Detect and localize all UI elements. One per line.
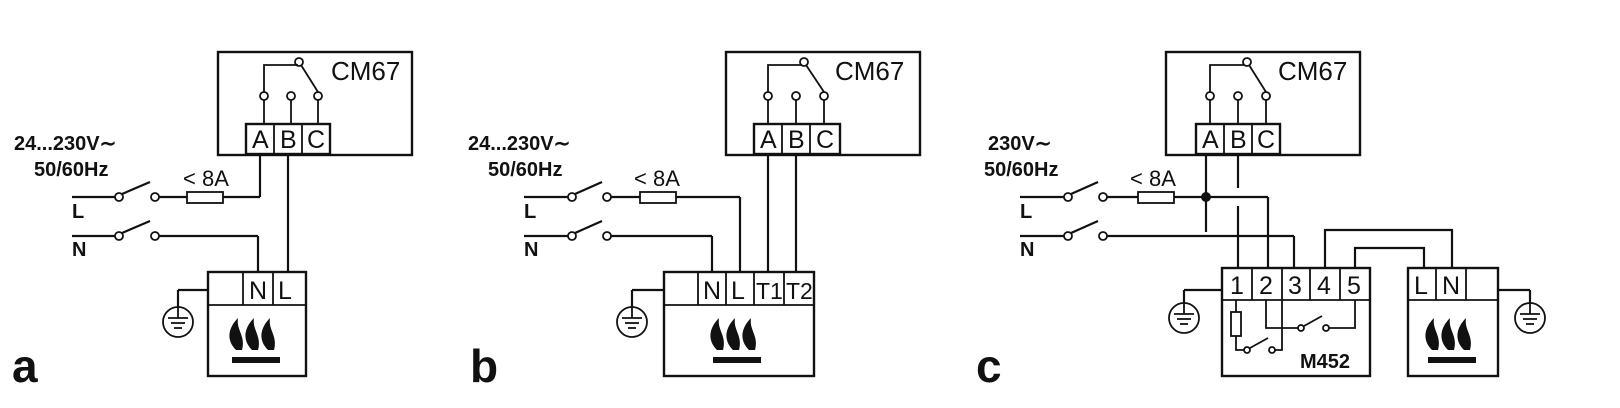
controller-label: CM67	[835, 56, 904, 86]
boiler-terminal-l: L	[731, 277, 745, 305]
panel-b: CM67 A B C 24...230V∼ 50/60Hz < 8A L N	[468, 50, 922, 392]
fuse-icon	[186, 191, 224, 204]
terminal-block	[244, 122, 332, 156]
terminal-a: A	[760, 126, 777, 154]
mains-switch-l	[1070, 180, 1099, 196]
supply-voltage: 230V∼	[988, 133, 1051, 155]
relay-terminal-1: 1	[1230, 272, 1244, 300]
supply-voltage: 24...230V∼	[468, 133, 570, 155]
relay-model: M452	[1300, 351, 1350, 373]
terminal-b: B	[788, 126, 805, 154]
terminal-a: A	[252, 126, 269, 154]
terminal-block	[752, 122, 842, 156]
boiler-terminal-n: N	[703, 277, 721, 305]
flame-icon	[229, 318, 280, 363]
terminal-c: C	[1257, 126, 1275, 154]
terminal-b: B	[280, 126, 297, 154]
controller-label: CM67	[1278, 56, 1347, 86]
relay-terminal-3: 3	[1288, 272, 1302, 300]
controller-label: CM67	[331, 56, 400, 86]
panel-letter: b	[470, 340, 498, 392]
panel-letter: a	[12, 340, 38, 392]
mains-switch-n	[574, 219, 603, 235]
line-l-label: L	[72, 201, 84, 223]
ground-icon	[1514, 302, 1546, 334]
panel-a: CM67 A B C 24...230V∼ 50/60Hz < 8A L N	[12, 50, 414, 392]
switch-blade	[300, 64, 319, 93]
ground-icon	[162, 306, 194, 338]
fuse-icon	[1137, 191, 1175, 204]
fuse-icon	[639, 191, 677, 204]
panel-c: CM67 A B C 230V∼ 50/60Hz < 8A L N	[976, 50, 1546, 392]
fuse-label: < 8A	[183, 166, 229, 191]
fuse-label: < 8A	[634, 166, 680, 191]
relay-terminal-4: 4	[1317, 272, 1331, 300]
flame-icon	[1425, 318, 1476, 363]
ground-icon	[616, 306, 648, 338]
boiler-terminal-n: N	[1442, 272, 1460, 300]
internal-switch-wire	[263, 64, 298, 93]
switch-l-contact	[114, 192, 124, 202]
boiler-terminal-l: L	[278, 277, 292, 305]
line-l-label: L	[1020, 201, 1032, 223]
terminal-c: C	[816, 126, 834, 154]
line-l-label: L	[524, 201, 536, 223]
terminal-a: A	[1202, 126, 1219, 154]
relay-terminal-2: 2	[1259, 272, 1273, 300]
supply-frequency: 50/60Hz	[488, 159, 563, 181]
fuse-label: < 8A	[1130, 166, 1176, 191]
boiler-terminal-t2: T2	[786, 278, 813, 304]
terminal-c: C	[307, 126, 325, 154]
flame-icon	[710, 318, 761, 363]
terminal-b: B	[1230, 126, 1247, 154]
panel-letter: c	[976, 340, 1002, 392]
boiler-terminal-t1: T1	[756, 278, 783, 304]
supply-frequency: 50/60Hz	[34, 159, 109, 181]
boiler-terminal-l: L	[1414, 272, 1428, 300]
supply-voltage: 24...230V∼	[14, 133, 116, 155]
ground-icon	[1168, 302, 1200, 334]
mains-switch-n	[121, 219, 151, 235]
mains-switch-l	[574, 180, 603, 196]
line-n-label: N	[72, 239, 86, 261]
relay-terminal-5: 5	[1347, 272, 1361, 300]
mains-switch-n	[1070, 219, 1099, 235]
line-n-label: N	[524, 239, 538, 261]
line-n-label: N	[1020, 239, 1034, 261]
relay-box	[1220, 266, 1372, 378]
boiler-terminal-n: N	[249, 277, 267, 305]
mains-switch-l	[121, 180, 151, 196]
switch-pivot	[294, 57, 304, 67]
supply-frequency: 50/60Hz	[984, 159, 1059, 181]
